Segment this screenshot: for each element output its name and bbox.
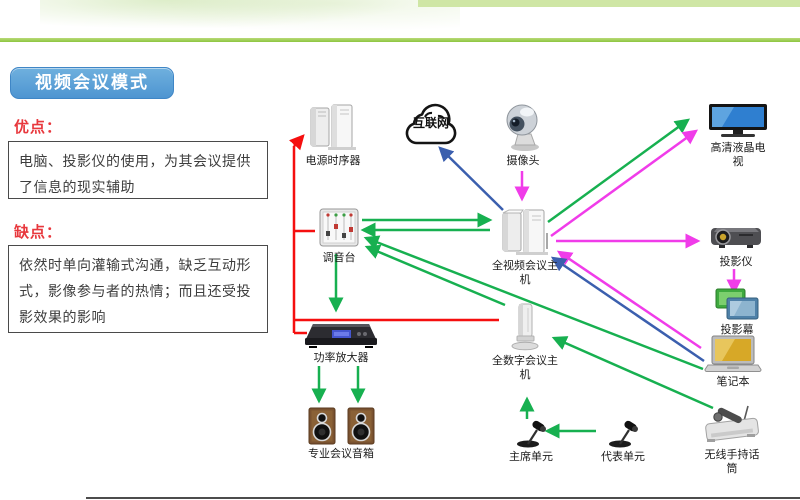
device-speakers: 专业会议音箱 xyxy=(302,407,380,461)
green-arrows xyxy=(311,118,714,439)
arrow-video-host-to-tv-magenta xyxy=(550,129,699,238)
cloud-icon xyxy=(405,103,457,145)
arrow-laptop-to-video-host-magenta xyxy=(556,250,702,350)
header-green-rule xyxy=(0,38,800,42)
page-title: 视频会议模式 xyxy=(10,67,174,99)
arrow-digital-host-to-mixer xyxy=(364,244,506,307)
device-label: 投影仪 xyxy=(719,255,753,268)
tv-icon xyxy=(709,104,767,137)
device-label: 投影幕 xyxy=(720,323,754,336)
device-digital-host: 全数字会议主机 xyxy=(488,302,562,382)
device-label: 调音台 xyxy=(322,251,356,264)
desk-mic-icon xyxy=(609,420,638,448)
device-amplifier: 功率放大器 xyxy=(302,321,380,365)
arrow-video-host-to-tv xyxy=(547,118,691,224)
arrow-laptop-to-mixer xyxy=(363,235,704,371)
device-laptop: 笔记本 xyxy=(703,335,763,389)
arrow-bus-to-power-sequencer xyxy=(289,134,305,151)
disadvantages-box: 依然时单向灌输式沟通，缺乏互动形式，影像参与者的热情；而且还受投影效果的影响 xyxy=(8,245,268,333)
device-label: 全数字会议主机 xyxy=(492,354,558,381)
webcam-icon xyxy=(506,104,539,151)
advantages-heading: 优点： xyxy=(14,118,63,136)
device-internet: 互联网 xyxy=(396,101,466,151)
device-label: 高清液晶电视 xyxy=(710,141,766,168)
device-label: 互联网 xyxy=(413,116,450,130)
device-camera: 摄像头 xyxy=(500,102,546,168)
arrow-laptop-to-video-host-blue xyxy=(550,256,705,363)
speaker-icon xyxy=(308,407,335,445)
device-projection-screen: 投影幕 xyxy=(712,287,762,337)
server-tower-icon xyxy=(502,209,548,255)
device-label: 无线手持话筒 xyxy=(704,448,760,475)
device-label: 功率放大器 xyxy=(313,351,369,364)
top-green-wisp-decoration xyxy=(40,0,460,34)
arrow-video-host-to-internet xyxy=(438,146,504,211)
wireless-mic-icon xyxy=(705,405,759,442)
blue-arrows xyxy=(438,146,705,363)
device-label: 摄像头 xyxy=(506,154,540,167)
projector-icon xyxy=(711,228,761,248)
device-power-sequencer: 电源时序器 xyxy=(300,102,366,168)
rack-amp-icon xyxy=(305,324,377,348)
arrow-wireless-mic-to-digital-host xyxy=(551,336,714,410)
device-label: 全视频会议主机 xyxy=(492,259,558,286)
column-device-icon xyxy=(511,303,539,351)
disadvantages-heading: 缺点： xyxy=(14,223,63,241)
desk-mic-icon xyxy=(517,420,546,448)
device-chairman-unit: 主席单元 xyxy=(508,420,554,464)
top-right-green-strip xyxy=(418,0,800,7)
device-label: 代表单元 xyxy=(601,450,645,463)
device-label: 电源时序器 xyxy=(305,154,361,167)
bottom-divider-line xyxy=(86,497,800,499)
server-tower-icon xyxy=(310,104,356,150)
device-projector: 投影仪 xyxy=(707,221,765,269)
device-label: 笔记本 xyxy=(716,375,750,388)
advantages-box: 电脑、投影仪的使用，为其会议提供了信息的现实辅助 xyxy=(8,141,268,199)
magenta-arrows xyxy=(514,129,742,350)
device-wireless-mic: 无线手持话筒 xyxy=(700,404,764,476)
screens-icon xyxy=(715,288,759,320)
device-hd-tv: 高清液晶电视 xyxy=(706,103,770,169)
device-label: 主席单元 xyxy=(509,450,553,463)
power-bus-red xyxy=(289,134,499,335)
mixer-icon xyxy=(319,208,359,247)
laptop-icon xyxy=(704,335,762,373)
device-mixer: 调音台 xyxy=(314,207,364,265)
device-delegate-unit: 代表单元 xyxy=(600,420,646,464)
speaker-icon xyxy=(347,407,374,445)
device-video-host: 全视频会议主机 xyxy=(488,207,562,287)
device-label: 专业会议音箱 xyxy=(308,447,374,460)
